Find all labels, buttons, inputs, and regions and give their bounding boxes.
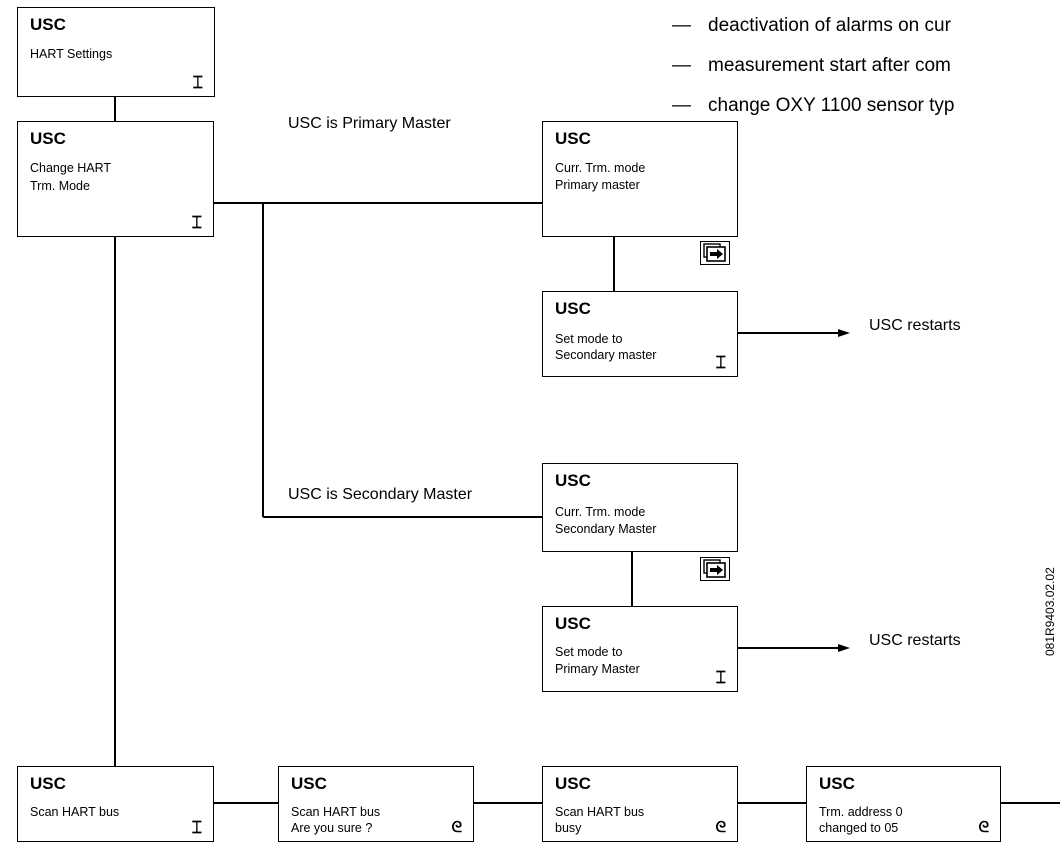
box-line: Scan HART bus — [30, 805, 120, 819]
box-line: Trm. Mode — [30, 179, 90, 193]
box-line: Curr. Trm. mode — [555, 505, 646, 519]
box-line: Set mode to — [555, 332, 623, 346]
change-hart-mode-box[interactable]: USC Change HART Trm. Mode ⌶ — [17, 121, 214, 237]
box-line: Trm. address 0 — [819, 805, 903, 819]
box-title: USC — [555, 774, 591, 793]
set-primary-master-box[interactable]: USC Set mode to Primary Master ⌶ — [542, 606, 738, 692]
note-item: —change OXY 1100 sensor typ — [672, 95, 955, 116]
box-title: USC — [30, 774, 66, 793]
enter-icon: ⌶ — [715, 668, 726, 687]
next-screen-icon[interactable] — [700, 241, 730, 265]
box-line: Secondary master — [555, 348, 657, 362]
box-title: USC — [555, 299, 591, 318]
hart-settings-box[interactable]: USC HART Settings ⌶ — [17, 7, 215, 97]
box-line: Curr. Trm. mode — [555, 161, 646, 175]
key-icon: ᘓ — [978, 819, 989, 836]
box-line: HART Settings — [30, 47, 113, 61]
scan-busy-box[interactable]: USC Scan HART bus busy ᘓ — [542, 766, 738, 842]
next-screen-icon[interactable] — [700, 557, 730, 581]
enter-icon: ⌶ — [191, 818, 202, 837]
box-line: changed to 05 — [819, 821, 899, 835]
box-line: Primary master — [555, 178, 640, 192]
current-mode-secondary-box[interactable]: USC Curr. Trm. mode Secondary Master — [542, 463, 738, 552]
box-title: USC — [555, 471, 591, 490]
scan-confirm-box[interactable]: USC Scan HART bus Are you sure ? ᘓ — [278, 766, 474, 842]
primary-branch-label: USC is Primary Master — [288, 115, 451, 132]
box-title: USC — [30, 129, 66, 148]
restart-label: USC restarts — [869, 317, 961, 334]
box-line: Set mode to — [555, 645, 623, 659]
key-icon: ᘓ — [715, 819, 726, 836]
key-icon: ᘓ — [451, 819, 462, 836]
box-line: Change HART — [30, 161, 112, 175]
figure-code: 081R9403.02.02 — [1043, 567, 1057, 656]
box-line: Scan HART bus — [291, 805, 381, 819]
box-line: busy — [555, 821, 582, 835]
box-line: Primary Master — [555, 662, 640, 676]
enter-icon: ⌶ — [192, 73, 203, 92]
enter-icon: ⌶ — [715, 353, 726, 372]
box-title: USC — [555, 129, 591, 148]
current-mode-primary-box[interactable]: USC Curr. Trm. mode Primary master — [542, 121, 738, 237]
set-secondary-master-box[interactable]: USC Set mode to Secondary master ⌶ — [542, 291, 738, 377]
box-title: USC — [291, 774, 327, 793]
note-item: —measurement start after com — [672, 55, 951, 76]
box-title: USC — [819, 774, 855, 793]
trm-address-box[interactable]: USC Trm. address 0 changed to 05 ᘓ — [806, 766, 1001, 842]
box-title: USC — [555, 614, 591, 633]
note-item: —deactivation of alarms on cur — [672, 15, 951, 36]
restart-label: USC restarts — [869, 632, 961, 649]
box-line: Are you sure ? — [291, 821, 373, 835]
box-line: Scan HART bus — [555, 805, 645, 819]
box-title: USC — [30, 15, 66, 34]
secondary-branch-label: USC is Secondary Master — [288, 486, 473, 503]
box-line: Secondary Master — [555, 522, 657, 536]
enter-icon: ⌶ — [191, 213, 202, 232]
scan-hart-bus-box[interactable]: USC Scan HART bus ⌶ — [17, 766, 214, 842]
